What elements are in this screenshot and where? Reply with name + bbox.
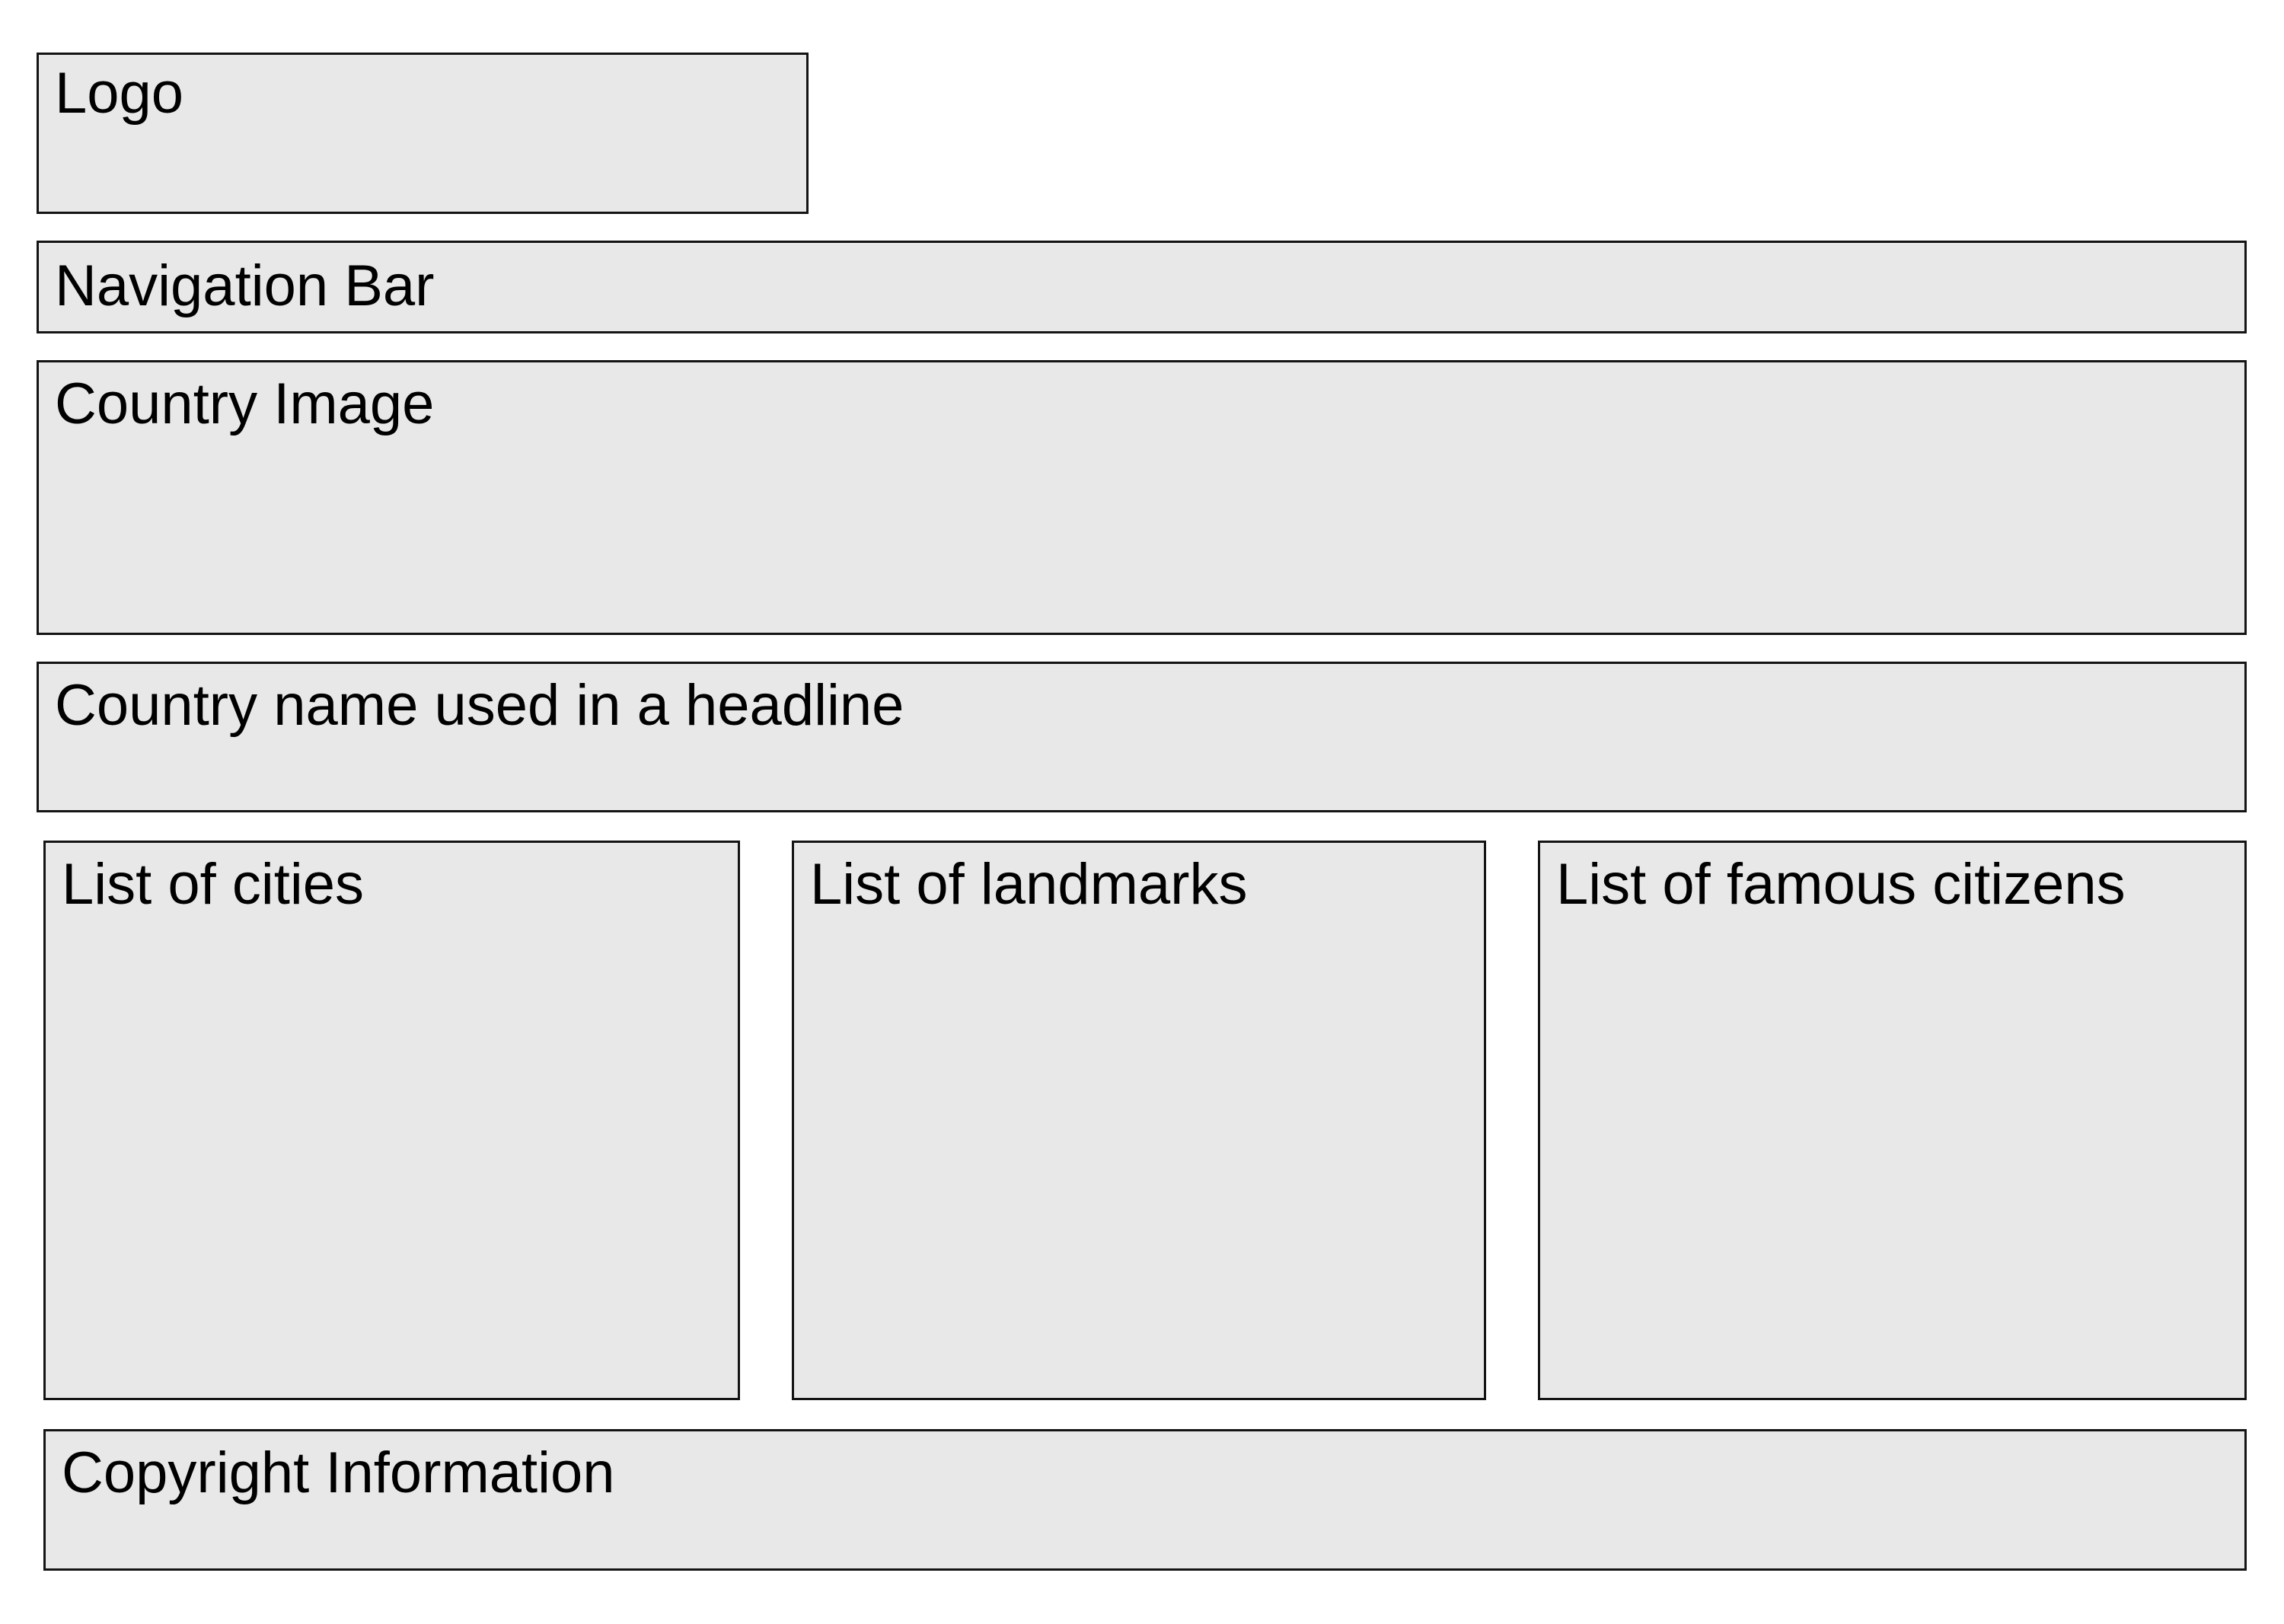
cities-list-placeholder-box: List of cities	[43, 841, 740, 1400]
country-headline-label: Country name used in a headline	[55, 673, 904, 738]
navigation-bar-label: Navigation Bar	[55, 254, 435, 318]
landmarks-list-placeholder-box: List of landmarks	[792, 841, 1486, 1400]
copyright-label: Copyright Information	[62, 1441, 615, 1505]
famous-citizens-list-placeholder-box: List of famous citizens	[1538, 841, 2247, 1400]
cities-list-label: List of cities	[62, 852, 365, 917]
logo-placeholder-box: Logo	[37, 53, 809, 214]
country-image-label: Country Image	[55, 372, 435, 436]
copyright-placeholder-box: Copyright Information	[43, 1429, 2247, 1571]
country-image-placeholder-box: Country Image	[37, 360, 2247, 635]
navigation-bar-placeholder-box: Navigation Bar	[37, 241, 2247, 333]
famous-citizens-list-label: List of famous citizens	[1556, 852, 2126, 917]
country-headline-placeholder-box: Country name used in a headline	[37, 662, 2247, 812]
landmarks-list-label: List of landmarks	[810, 852, 1248, 917]
logo-label: Logo	[55, 61, 184, 126]
